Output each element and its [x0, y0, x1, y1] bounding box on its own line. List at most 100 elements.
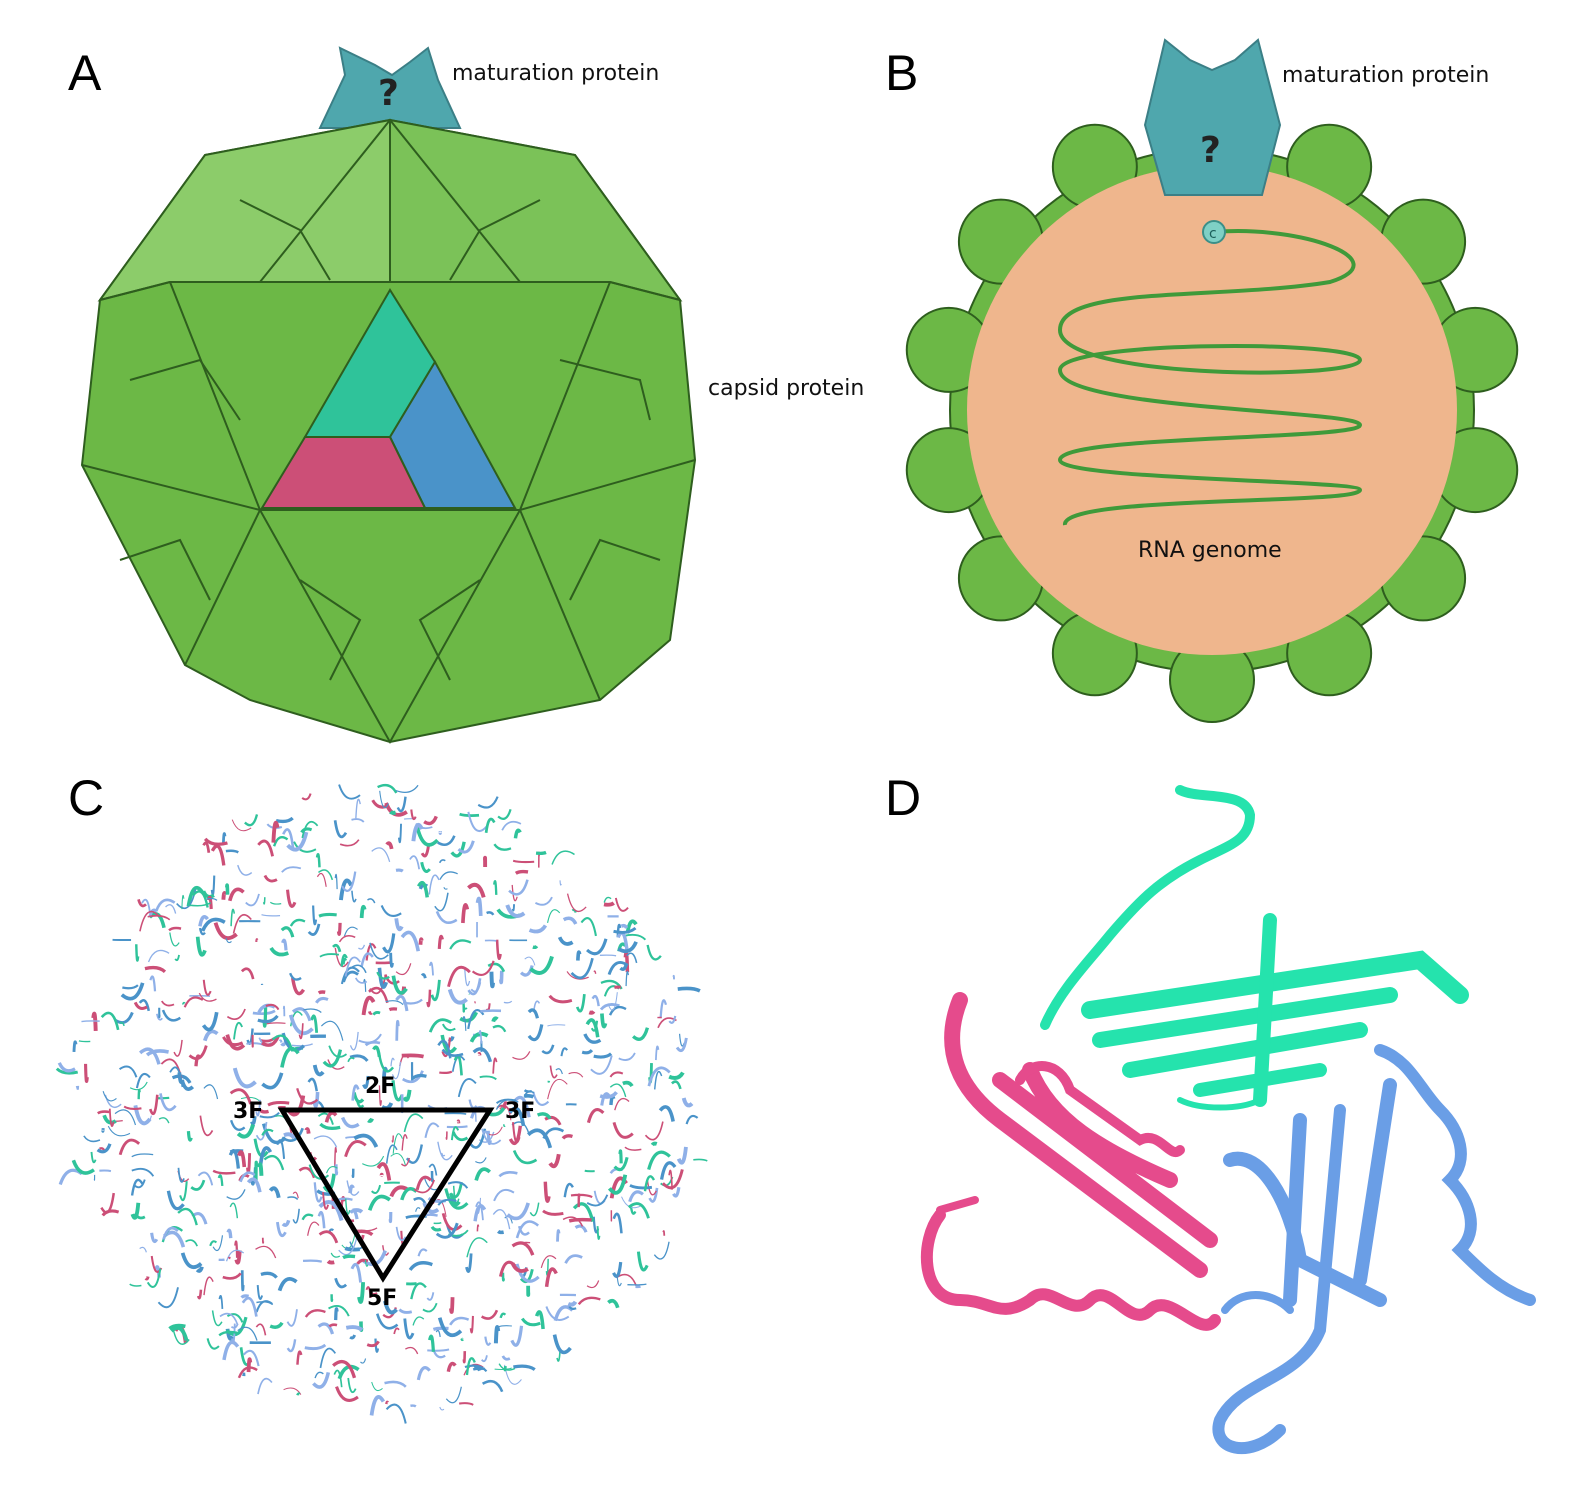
ribbon-fragment [225, 849, 239, 854]
ribbon-fragment [625, 970, 629, 987]
ribbon-fragment [599, 954, 617, 957]
ribbon-fragment [472, 1367, 485, 1371]
ribbon-fragment [199, 1115, 214, 1137]
ribbon-fragment [177, 1207, 198, 1226]
ribbon-fragment [511, 884, 518, 902]
ribbon-fragment [334, 1307, 339, 1321]
ribbon-fragment [432, 1350, 446, 1359]
ribbon-fragment [319, 1122, 341, 1130]
ribbon-fragment [135, 944, 140, 962]
ribbon-fragment [253, 1138, 269, 1158]
ribbon-fragment [396, 796, 407, 813]
ribbon-fragment [450, 841, 466, 858]
ribbon-fragment [395, 1019, 400, 1041]
ribbon-fragment [339, 839, 360, 847]
ribbon-fragment [501, 820, 522, 831]
capsid-face [389, 118, 683, 302]
ribbon-fragment [289, 972, 302, 981]
ribbon-fragment [627, 1202, 650, 1219]
ribbon-fragment [647, 1066, 671, 1087]
ribbon-fragment [231, 819, 252, 832]
ribbon-fragment [246, 1177, 262, 1193]
ribbon-fragment [457, 840, 475, 854]
ribbon-fragment [245, 893, 260, 907]
ribbon-fragment [397, 823, 402, 844]
ribbon-fragment [586, 1194, 609, 1207]
ribbon-fragment [388, 1007, 398, 1012]
ribbon-fragment [97, 1110, 110, 1115]
ribbon-fragment [369, 1395, 386, 1416]
capsid-edges [81, 119, 696, 745]
ribbon-fragment [283, 1132, 296, 1140]
ribbon-fragment [544, 1115, 562, 1126]
ribbon-fragment [476, 1224, 480, 1232]
ribbon-fragment [181, 894, 185, 910]
ribbon-fragment [646, 1178, 657, 1196]
ribbon-fragment [355, 1227, 378, 1232]
ribbon-fragment [157, 1287, 179, 1309]
ribbon-fragment [430, 1225, 442, 1232]
ribbon-fragment [557, 936, 574, 946]
ribbon-fragment [681, 1097, 694, 1108]
ribbon-fragment [626, 952, 638, 964]
ribbon-fragment [398, 1308, 413, 1314]
ribbon-fragment [422, 1202, 440, 1214]
ribbon-fragment [474, 1001, 476, 1004]
ribbon-fragment [99, 1169, 112, 1173]
ribbon-fragment [325, 1166, 338, 1174]
ribbon-fragment [472, 1047, 493, 1063]
ribbon-fragment [475, 896, 483, 917]
question-mark-a: ? [378, 73, 399, 114]
ribbon-fragment [261, 1123, 287, 1145]
ribbon-fragment [508, 879, 529, 896]
ribbon-fragment [367, 898, 376, 904]
ribbon-fragment [668, 1015, 677, 1024]
ribbon-fragment [527, 1128, 553, 1149]
ribbon-fragment [535, 1310, 545, 1330]
ribbon-fragment [486, 911, 495, 916]
ribbon-fragment [449, 939, 472, 950]
ribbon-fragment [334, 1164, 339, 1176]
ribbon-fragment [426, 989, 432, 1008]
ribbon-fragment [344, 1140, 367, 1158]
ribbon-fragment [441, 1212, 463, 1231]
ribbon-fragment [349, 1054, 369, 1062]
ribbon-fragment [334, 873, 338, 890]
ribbon-fragment [481, 1379, 504, 1393]
ribbon-fragment [617, 941, 638, 954]
ribbon-fragment [466, 1237, 488, 1258]
ribbon-fragment [342, 1254, 356, 1260]
ribbon-fragment [678, 1033, 685, 1047]
ribbon-fragment [139, 1047, 161, 1065]
ribbon-fragment [668, 1071, 685, 1080]
ribbon-fragment [593, 1052, 613, 1059]
ribbon-fragment [96, 1143, 112, 1154]
ribbon-fragment [376, 971, 390, 980]
ribbon-fragment [217, 1174, 224, 1186]
ribbon-fragment [174, 954, 180, 962]
ribbon-fragment [636, 1251, 649, 1272]
ribbon-fragment [403, 1113, 424, 1133]
ribbon-fragment [318, 912, 337, 918]
ribbon-fragment [276, 1221, 287, 1238]
ribbon-fragment [517, 1225, 530, 1236]
ribbon-fragment [512, 1149, 538, 1165]
ribbon-fragment [272, 835, 289, 847]
ribbon-fragment [369, 942, 389, 960]
ribbon-fragment [501, 1272, 505, 1282]
ribbon-fragment [457, 1078, 477, 1098]
ribbon-fragment [462, 1016, 467, 1031]
ribbon-fragment [322, 1049, 343, 1068]
ribbon-fragment [280, 1046, 300, 1068]
ribbon-fragment [447, 988, 468, 1005]
ribbon-fragment [304, 1127, 311, 1134]
ribbon-fragment [351, 964, 367, 974]
ribbon-fragment [590, 1020, 599, 1032]
ribbon-fragment [614, 1097, 630, 1111]
ribbon-fragment [307, 1077, 318, 1092]
ribbon-fragment [484, 817, 496, 833]
ribbon-fragment [203, 837, 228, 846]
ribbon-fragment [541, 1044, 555, 1055]
ribbon-fragment [147, 914, 171, 921]
ribbon-fragment [374, 1338, 380, 1353]
